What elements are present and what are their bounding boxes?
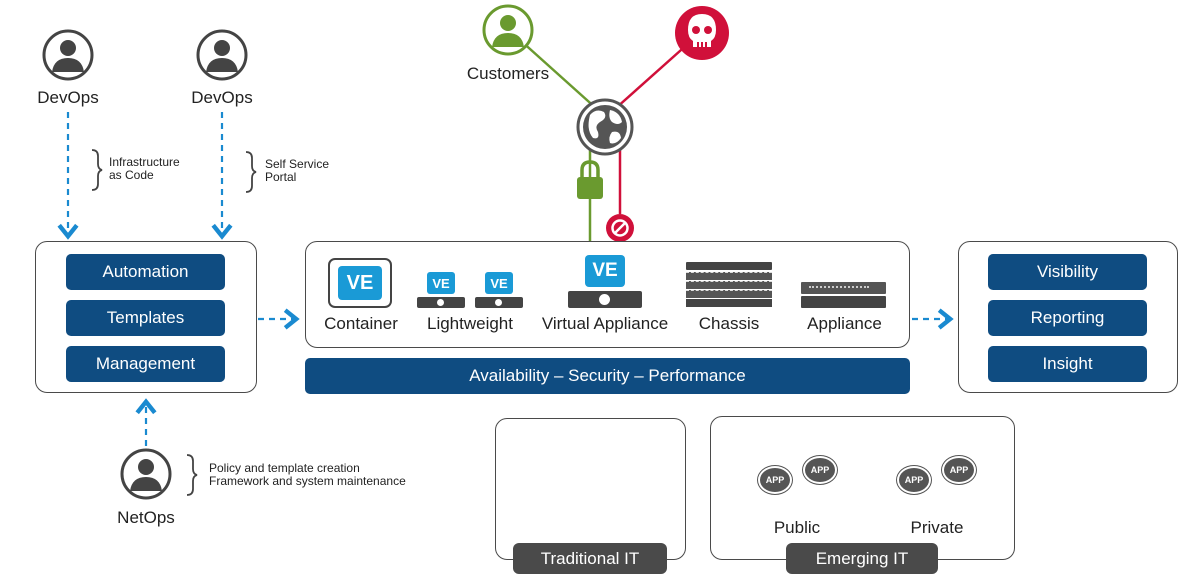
container-label: Container	[324, 314, 398, 333]
threat-line	[615, 41, 691, 109]
lightweight-icon-1: VE	[417, 272, 465, 308]
private-app-1-label: APP	[904, 475, 924, 485]
virtual-appliance-ve-badge: VE	[585, 255, 625, 287]
lock-icon	[577, 160, 603, 199]
private-app-1: APP	[896, 465, 932, 495]
policy-note: Policy and template creation Framework a…	[209, 462, 406, 488]
devops-right-avatar-icon	[196, 29, 248, 81]
private-cloud-label: Private	[910, 518, 964, 537]
portal-brace	[245, 151, 257, 193]
lightweight-base-1	[417, 297, 465, 308]
container-icon: VE	[328, 258, 392, 308]
virtual-appliance-base	[568, 291, 642, 308]
lightweight-ve-badge-2: VE	[485, 272, 513, 294]
portal-note-line2: Portal	[265, 170, 297, 184]
policy-brace	[186, 454, 198, 496]
virtual-appliance-icon: VE	[568, 255, 642, 309]
lightweight-base-2	[475, 297, 523, 308]
devops-left-label: DevOps	[37, 88, 99, 107]
public-app-1-label: APP	[765, 475, 785, 485]
infra-note-line2: as Code	[109, 168, 154, 182]
visibility-button[interactable]: Visibility	[988, 254, 1147, 290]
portal-note: Self Service Portal	[265, 158, 329, 184]
customer-avatar-icon	[482, 4, 534, 56]
lightweight-label: Lightweight	[426, 314, 513, 333]
customers-label: Customers	[466, 64, 550, 83]
customer-line	[519, 39, 599, 111]
automation-button[interactable]: Automation	[66, 254, 225, 290]
templates-button[interactable]: Templates	[66, 300, 225, 336]
emerging-it-panel	[710, 416, 1015, 560]
lightweight-ve-badge-1: VE	[427, 272, 455, 294]
policy-note-line1: Policy and template creation	[209, 461, 360, 475]
globe-icon	[576, 98, 634, 156]
public-app-1: APP	[757, 465, 793, 495]
traditional-it-panel	[495, 418, 686, 560]
portal-note-line1: Self Service	[265, 157, 330, 171]
private-app-2: APP	[941, 455, 977, 485]
chassis-icon	[686, 262, 772, 308]
traditional-it-label: Traditional IT	[513, 543, 667, 574]
infra-note-line1: Infrastructure	[109, 155, 180, 169]
netops-avatar-icon	[120, 448, 172, 500]
public-app-2: APP	[802, 455, 838, 485]
devops-left-avatar-icon	[42, 29, 94, 81]
lightweight-icon-2: VE	[475, 272, 523, 308]
netops-label: NetOps	[117, 508, 175, 527]
skull-icon	[675, 6, 729, 60]
appliance-icon	[801, 282, 886, 308]
policy-note-line2: Framework and system maintenance	[209, 474, 406, 488]
blocked-icon	[606, 214, 634, 242]
chassis-label: Chassis	[698, 314, 760, 333]
private-app-2-label: APP	[949, 465, 969, 475]
virtual-appliance-label: Virtual Appliance	[541, 314, 669, 333]
reporting-button[interactable]: Reporting	[988, 300, 1147, 336]
availability-security-performance-bar: Availability – Security – Performance	[305, 358, 910, 394]
appliance-label: Appliance	[807, 314, 882, 333]
infra-note: Infrastructure as Code	[109, 156, 180, 182]
devops-right-label: DevOps	[191, 88, 253, 107]
emerging-it-label: Emerging IT	[786, 543, 938, 574]
container-ve-badge: VE	[338, 266, 382, 300]
insight-button[interactable]: Insight	[988, 346, 1147, 382]
public-cloud-label: Public	[773, 518, 821, 537]
infra-brace	[91, 149, 103, 191]
management-button[interactable]: Management	[66, 346, 225, 382]
public-app-2-label: APP	[810, 465, 830, 475]
